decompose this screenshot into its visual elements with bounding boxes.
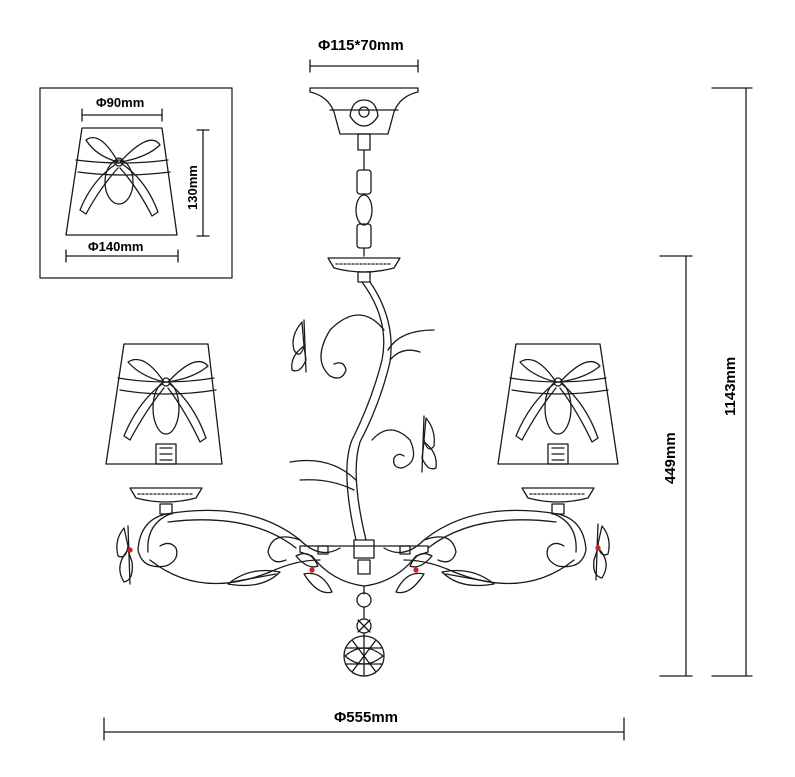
butterfly-left-arm — [116, 525, 133, 585]
total-width-label: Φ555mm — [334, 709, 399, 726]
left-bobeche — [129, 487, 203, 515]
butterfly-stem-upper — [291, 319, 307, 373]
right-candle — [547, 443, 569, 465]
total-height-label: 1143mm — [722, 356, 739, 416]
left-leaf — [227, 569, 281, 587]
butterfly-bowl-left — [295, 552, 333, 594]
butterfly-right-arm — [593, 523, 610, 581]
left-candle — [155, 443, 177, 465]
total-height-dimension-line — [711, 87, 753, 677]
shade-bottom-label: Φ140mm — [88, 239, 144, 254]
right-leaf — [441, 569, 495, 587]
right-arm — [383, 509, 587, 585]
butterfly-stem-lower — [421, 415, 437, 473]
total-width-dimension-line — [103, 717, 625, 741]
inset-frame — [39, 87, 233, 279]
pendant-crystal — [343, 585, 385, 677]
shade-top-dimension-line — [81, 108, 163, 122]
shade-bottom-dimension-line — [65, 249, 179, 263]
right-lampshade — [497, 343, 619, 465]
left-lampshade — [105, 343, 223, 465]
left-arm — [137, 509, 341, 585]
canopy-dimension-line — [309, 59, 419, 73]
butterfly-bowl-right — [395, 552, 433, 594]
shade-height-label: 130mm — [185, 165, 200, 210]
hanging-chain — [355, 133, 373, 257]
right-bobeche — [521, 487, 595, 515]
shade-detail-inset — [39, 87, 233, 279]
inset-shade — [65, 127, 178, 236]
shade-top-label: Φ90mm — [96, 95, 145, 110]
central-stem — [289, 281, 435, 541]
canopy-size-label: Φ115*70mm — [318, 37, 404, 54]
ceiling-canopy — [309, 87, 419, 135]
body-height-label: 449mm — [662, 432, 679, 484]
central-bowl — [299, 539, 429, 587]
shade-height-dimension-line — [196, 129, 210, 237]
body-height-dimension-line — [659, 255, 693, 677]
upper-decorative-cup — [327, 257, 401, 283]
